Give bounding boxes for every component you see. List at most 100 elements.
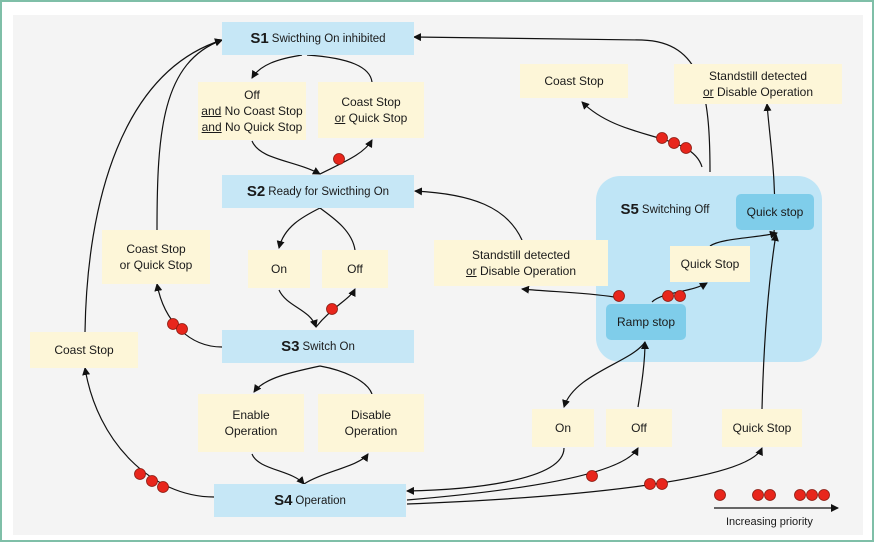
legend-dot-2 [752,489,764,501]
priority-dot [656,132,668,144]
arrow-on-to-s3 [278,289,318,328]
cond-standstill-mid-or: or [465,264,477,278]
cond-on-lower: On [532,409,594,447]
arrow-quickstop-mid-to-quickstop-inner [709,230,778,247]
priority-dot [644,478,656,490]
arrow-s4-to-disable [303,453,369,485]
legend-dot-3 [806,489,818,501]
cond-disable-operation: Disable Operation [318,394,424,452]
arrow-coast-stop-left-to-s1 [84,38,223,333]
cond-coast-stop-left: Coast Stop [30,332,138,368]
state-s5-title: S5 Switching Off [610,198,720,222]
state-s1-id: S1 [250,29,269,47]
arrow-disable-to-s3 [319,365,373,395]
arrow-s4-to-coast-stop-left [82,367,215,498]
cond-off-line3: No Quick Stop [221,120,303,134]
cond-coast-stop-top-right: Coast Stop [520,64,628,98]
cond-enable-line1: Enable [232,408,270,422]
cond-coast-or-quick-left-line1: Coast Stop [126,242,186,256]
arrow-s3-to-off [315,288,356,328]
legend-dot-1 [714,489,726,501]
arrow-ramp-to-standstill-mid [521,285,615,298]
cond-off-line2: No Coast Stop [221,104,303,118]
arrow-on-lower-to-s4 [406,447,565,495]
state-s2-label: Ready for Swicthing On [268,185,390,198]
state-s3-label: Switch On [302,340,355,353]
arrow-to-s1-from-right [413,33,711,173]
cond-standstill-mid-line2: Disable Operation [476,264,577,278]
cond-off-and-2: and [201,120,222,134]
arrow-s5-to-coast-stop-top [581,101,703,168]
cond-coast-or-quick-top-or: or [334,111,346,125]
cond-enable-line2: Operation [224,424,278,438]
inner-ramp-stop: Ramp stop [606,304,686,340]
arrow-s4-to-quickstop-lower [406,447,763,505]
cond-on-upper: On [248,250,310,288]
arrow-enable-to-s4 [251,453,305,485]
arrow-s2-to-on [276,207,321,249]
cond-standstill-mid-line1: Standstill detected [471,248,571,262]
cond-coast-or-quick-left-line2: or Quick Stop [119,258,193,272]
state-s5-id: S5 [620,201,639,218]
cond-disable-line2: Operation [344,424,398,438]
cond-standstill-mid: Standstill detected or Disable Operation [434,240,608,286]
arrow-coast-quick-left-to-s1 [156,38,223,231]
state-s4: S4 Operation [214,484,406,517]
arrow-off-lower-to-ramp [637,341,649,408]
inner-quick-stop: Quick stop [736,194,814,230]
cond-coast-or-quick-top: Coast Stop or Quick Stop [318,82,424,138]
state-s3-id: S3 [281,337,300,355]
state-s2: S2 Ready for Swicthing On [222,175,414,208]
legend-dot-2 [764,489,776,501]
cond-standstill-top-or: or [702,85,714,99]
priority-dot [176,323,188,335]
priority-dot [586,470,598,482]
arrow-coast-quick-to-s1 [306,54,373,83]
cond-off-and-1: and [201,104,222,118]
state-s4-label: Operation [295,494,346,507]
arrow-off-cond-to-s2 [251,140,321,175]
cond-disable-line1: Disable [350,408,392,422]
priority-dot [613,290,625,302]
priority-dot [680,142,692,154]
cond-coast-or-quick-top-line2: Quick Stop [345,111,408,125]
state-s5-label: Switching Off [641,204,710,216]
cond-coast-or-quick-top-line1: Coast Stop [341,95,401,109]
cond-standstill-top-right: Standstill detected or Disable Operation [674,64,842,104]
cond-quick-stop-mid: Quick Stop [670,246,750,282]
arrow-off-to-s2 [319,207,356,251]
legend-label: Increasing priority [726,516,813,528]
arrow-ramp-to-on-lower [562,341,646,408]
arrow-s3-to-enable [253,365,321,393]
priority-dot [146,475,158,487]
arrow-s3-to-coast-quick-left [154,283,223,348]
state-s2-id: S2 [246,182,266,200]
cond-off-no-coast-no-quick: Off and No Coast Stop and No Quick Stop [198,82,306,140]
priority-dot [668,137,680,149]
arrow-s4-to-off-lower [406,447,639,501]
cond-quick-stop-lower: Quick Stop [722,409,802,447]
priority-dot [167,318,179,330]
priority-dot [656,478,668,490]
cond-off-line1: Off [244,88,260,102]
cond-standstill-top-line2: Disable Operation [713,85,814,99]
priority-dot [333,153,345,165]
state-s1-label: Swicthing On inhibited [271,32,386,45]
priority-dot [157,481,169,493]
cond-enable-operation: Enable Operation [198,394,304,452]
legend-dot-3 [818,489,830,501]
arrow-s2-to-coast-quick [319,139,373,175]
state-s1: S1 Swicthing On inhibited [222,22,414,55]
priority-dot [134,468,146,480]
state-s3: S3 Switch On [222,330,414,363]
legend-dot-3 [794,489,806,501]
arrow-s1-to-off-cond [251,54,303,79]
cond-coast-or-quick-left: Coast Stop or Quick Stop [102,230,210,284]
cond-standstill-top-line1: Standstill detected [708,69,808,83]
cond-off-upper: Off [322,250,388,288]
priority-dot [326,303,338,315]
cond-off-lower: Off [606,409,672,447]
arrow-quickstop-lower-to-quickstop-inner [761,233,779,410]
